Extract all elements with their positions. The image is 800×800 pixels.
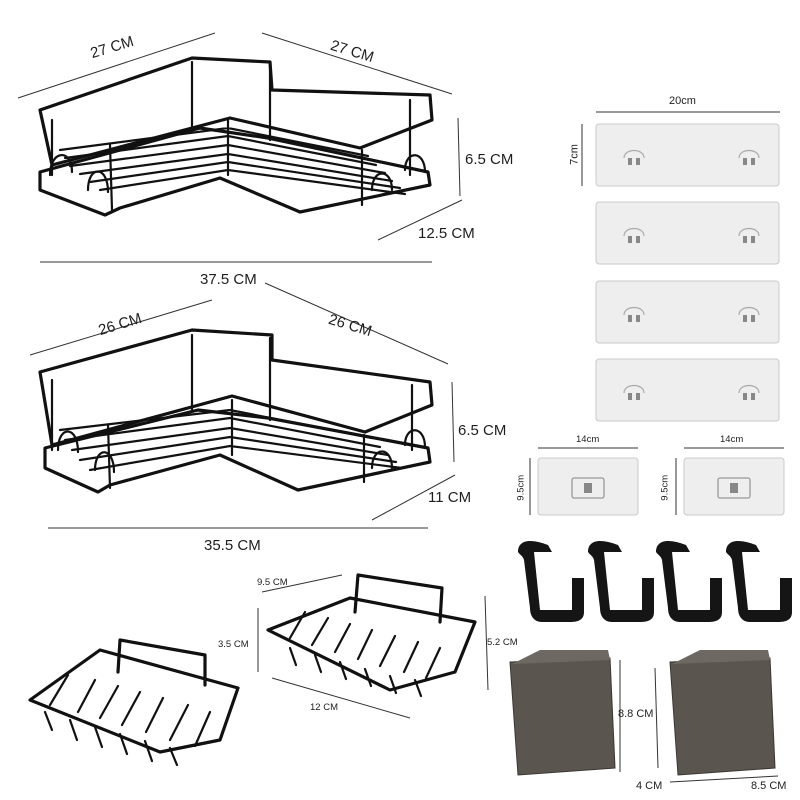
large-shelf-depth-label: 12.5 CM bbox=[418, 225, 475, 242]
square-adhesive-plates bbox=[529, 447, 785, 516]
long-plate-width-label: 20cm bbox=[669, 95, 696, 107]
small-shelf-height-label: 6.5 CM bbox=[458, 422, 507, 439]
soap-dish-right bbox=[257, 573, 489, 719]
soap-dish-length-label: 12 CM bbox=[310, 702, 338, 713]
long-plate-height-label: 7cm bbox=[568, 144, 581, 165]
storage-cups bbox=[509, 650, 779, 783]
small-corner-shelf bbox=[29, 282, 456, 529]
soap-dish-depth-label: 9.5 CM bbox=[257, 577, 288, 588]
square-plate-right-height-label: 9.5cm bbox=[659, 474, 671, 501]
soap-dish-height-low-label: 3.5 CM bbox=[218, 639, 249, 650]
long-adhesive-plates bbox=[581, 111, 780, 422]
soap-dish-height-total-label: 5.2 CM bbox=[487, 637, 518, 648]
cup-height-label: 8.8 CM bbox=[618, 708, 654, 720]
cup-depth-label: 4 CM bbox=[636, 780, 663, 792]
cup-width-label: 8.5 CM bbox=[751, 780, 787, 792]
hooks bbox=[518, 540, 792, 622]
large-corner-shelf bbox=[17, 32, 463, 263]
square-plate-left-height-label: 9.5cm bbox=[515, 474, 527, 501]
large-shelf-height-label: 6.5 CM bbox=[465, 151, 514, 168]
small-shelf-depth-label: 11 CM bbox=[428, 489, 472, 506]
square-plate-left-width-label: 14cm bbox=[576, 434, 600, 445]
soap-dish-left bbox=[28, 638, 240, 767]
square-plate-right-width-label: 14cm bbox=[720, 434, 744, 445]
large-shelf-width-label: 37.5 CM bbox=[200, 271, 257, 288]
small-shelf-width-label: 35.5 CM bbox=[204, 537, 261, 554]
